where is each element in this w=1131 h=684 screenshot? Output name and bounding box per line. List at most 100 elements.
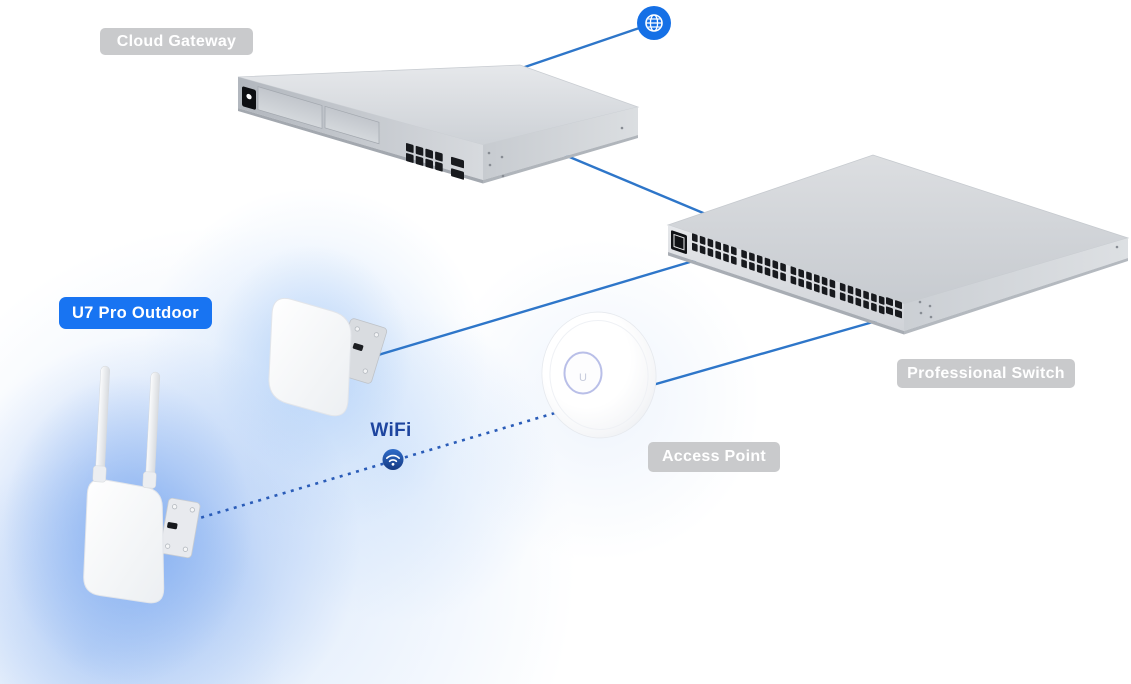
ethernet-port — [451, 156, 464, 169]
ethernet-port — [839, 282, 846, 292]
ethernet-port — [821, 276, 828, 286]
ethernet-port — [741, 259, 747, 269]
ethernet-port — [731, 255, 737, 265]
ethernet-port — [406, 153, 414, 163]
ethernet-port — [451, 168, 464, 180]
switch-side-bottom-lip — [904, 258, 1128, 335]
switch-sfp-ports — [886, 297, 902, 319]
ethernet-port — [692, 242, 698, 252]
link-wallap-switch — [367, 257, 701, 360]
ethernet-port — [847, 285, 854, 295]
ethernet-port — [731, 246, 737, 256]
ethernet-port — [790, 266, 797, 276]
access-point-label: Access Point — [648, 442, 780, 472]
switch-bottom-lip — [668, 252, 904, 335]
ethernet-port — [749, 252, 755, 262]
ethernet-port — [780, 272, 786, 282]
ethernet-port — [798, 278, 805, 288]
ethernet-port — [839, 292, 846, 302]
ethernet-port — [878, 305, 885, 315]
gateway-screws — [487, 126, 624, 178]
switch-display — [671, 230, 687, 254]
ethernet-port — [855, 297, 862, 307]
u7-port — [167, 522, 178, 530]
ethernet-port — [806, 281, 812, 290]
ethernet-port — [406, 143, 414, 153]
wall-ap-panel — [268, 297, 352, 417]
gateway-side-face — [483, 107, 638, 180]
switch-ethernet-ports — [692, 233, 885, 315]
ethernet-port — [855, 288, 862, 297]
ethernet-port — [764, 267, 771, 277]
ethernet-port — [886, 297, 893, 307]
globe-icon — [637, 6, 671, 40]
ethernet-port — [871, 293, 877, 303]
wall-ap-port — [352, 343, 364, 351]
ethernet-port — [707, 248, 714, 257]
ethernet-port — [772, 260, 779, 270]
ethernet-port — [806, 271, 812, 281]
gateway-ethernet-ports — [406, 143, 443, 172]
ethernet-port — [741, 249, 747, 259]
ethernet-port — [756, 255, 763, 264]
ethernet-port — [425, 158, 433, 169]
ethernet-port — [829, 288, 836, 298]
gateway-side-bottom-lip — [483, 135, 638, 184]
ethernet-port — [878, 295, 885, 305]
wifi-label: WiFi — [370, 420, 412, 441]
ethernet-port — [699, 245, 706, 255]
cloud-gateway-label: Cloud Gateway — [100, 28, 253, 55]
u7-pro-outdoor-label: U7 Pro Outdoor — [59, 297, 212, 329]
link-wifi-wireless — [192, 408, 566, 522]
switch-screws — [918, 245, 1119, 319]
switch-front-details — [671, 230, 902, 319]
ethernet-port — [871, 302, 877, 312]
ethernet-port — [764, 257, 771, 267]
u7-body — [83, 478, 165, 604]
ethernet-port — [814, 274, 820, 284]
drive-bay — [324, 105, 380, 145]
ethernet-port — [692, 233, 698, 243]
ethernet-port — [863, 290, 869, 300]
ethernet-port — [715, 241, 722, 251]
ethernet-port — [715, 250, 722, 260]
u7-bracket — [159, 497, 201, 559]
professional-switch-device — [666, 154, 1130, 335]
ethernet-port — [707, 238, 714, 248]
ethernet-port — [723, 253, 729, 263]
access-point-device: U — [541, 311, 657, 439]
ethernet-port — [435, 161, 443, 172]
wifi-icon — [382, 449, 404, 470]
ethernet-port — [425, 148, 433, 159]
switch-display-screen — [673, 233, 685, 251]
ethernet-port — [699, 235, 706, 245]
ethernet-port — [723, 243, 729, 253]
ethernet-port — [863, 300, 869, 310]
gateway-sfp-ports — [451, 156, 464, 180]
u7-pro-outdoor-device — [83, 365, 201, 604]
ubiquiti-logo: U — [579, 372, 587, 384]
access-point-rim-line — [549, 320, 649, 430]
wall-ap-device — [268, 297, 388, 417]
ethernet-port — [790, 275, 797, 285]
access-point-led-ring — [563, 351, 603, 395]
ethernet-port — [780, 262, 786, 272]
ethernet-port — [829, 279, 836, 289]
link-internet-gateway — [518, 21, 655, 71]
ethernet-port — [886, 306, 893, 316]
ethernet-port — [772, 269, 779, 279]
link-gateway-switch — [559, 151, 709, 217]
antenna-joint — [92, 465, 157, 489]
ethernet-port — [435, 151, 443, 162]
power-connector-pin — [246, 93, 252, 100]
gateway-front-details — [242, 86, 464, 180]
ethernet-port — [847, 294, 854, 304]
ethernet-port — [756, 264, 763, 274]
ethernet-port — [798, 268, 805, 278]
professional-switch-label: Professional Switch — [897, 359, 1075, 388]
ethernet-port — [895, 300, 902, 310]
ethernet-port — [415, 155, 424, 166]
ethernet-port — [821, 286, 828, 296]
